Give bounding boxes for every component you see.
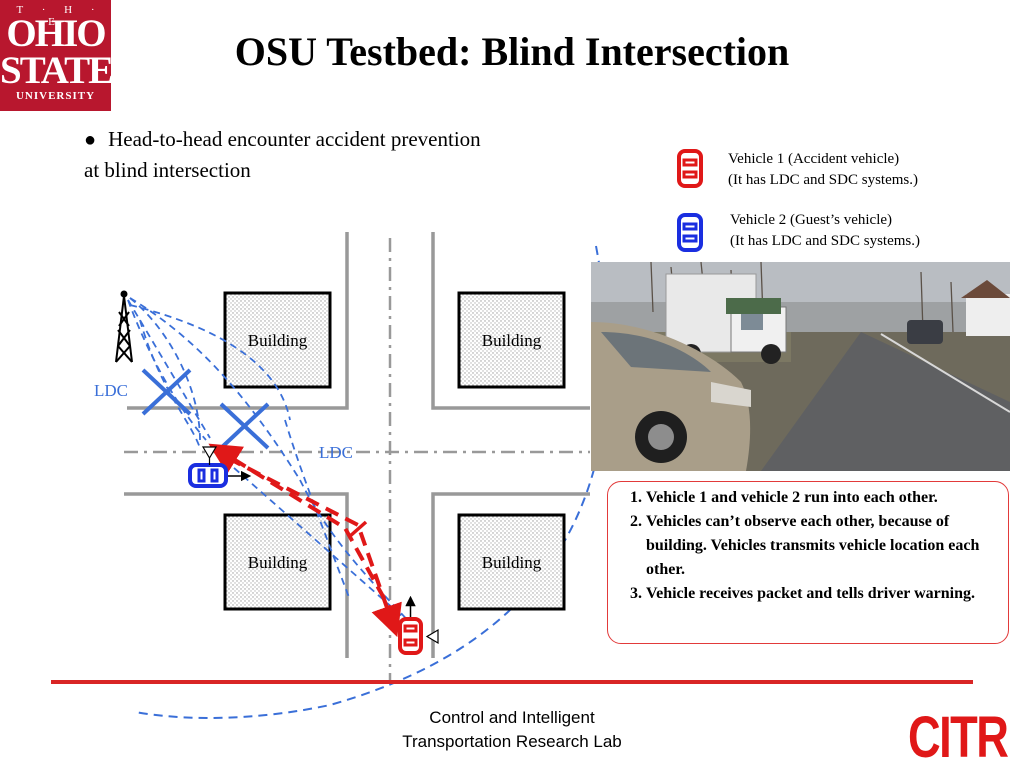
ldc-label-left: LDC	[94, 381, 128, 400]
logo-state: STATE	[0, 49, 114, 92]
intersection-photo	[591, 262, 1010, 471]
building-label: Building	[482, 331, 542, 350]
building-top-left: Building	[223, 291, 332, 389]
legend-vehicle-2: Vehicle 2 (Guest’s vehicle) (It has LDC …	[730, 210, 920, 252]
ldc-cross-markers	[141, 368, 270, 450]
osu-logo: T · H · E OHIO STATE UNIVERSITY	[0, 0, 114, 111]
building-label: Building	[482, 553, 542, 572]
bullet-point: ● Head-to-head encounter accident prevent…	[84, 124, 594, 185]
path-ticks	[347, 520, 368, 539]
legend-vehicle-1-note: (It has LDC and SDC systems.)	[728, 172, 918, 188]
note-item-2: Vehicles can’t observe each other, becau…	[646, 510, 1006, 582]
vehicle-2-car-icon	[188, 446, 252, 488]
collision-path	[208, 443, 402, 638]
radio-tower-icon	[115, 290, 133, 363]
footer-line-1: Control and Intelligent	[429, 708, 595, 727]
footer-lab-name: Control and Intelligent Transportation R…	[330, 706, 694, 754]
building-bottom-right: Building	[457, 513, 566, 611]
logo-university: UNIVERSITY	[15, 90, 96, 102]
bullet-line-2: at blind intersection	[84, 158, 251, 182]
note-item-3: Vehicle receives packet and tells driver…	[646, 582, 1006, 606]
bullet-icon: ●	[84, 129, 97, 151]
notes-box: Vehicle 1 and vehicle 2 run into each ot…	[607, 481, 1009, 644]
ldc-label-center: LDC	[319, 443, 353, 462]
building-label: Building	[248, 331, 308, 350]
footer-line-2: Transportation Research Lab	[402, 732, 622, 751]
legend-vehicle-2-note: (It has LDC and SDC systems.)	[730, 233, 920, 249]
legend-vehicle-1-name: Vehicle 1 (Accident vehicle)	[728, 151, 900, 167]
coverage-arc	[134, 245, 609, 719]
bullet-line-1: Head-to-head encounter accident preventi…	[108, 127, 481, 151]
building-bottom-left: Building	[223, 513, 332, 611]
building-label: Building	[248, 553, 308, 572]
red-car-icon	[677, 149, 703, 188]
building-top-right: Building	[457, 291, 566, 389]
legend-car-icons	[677, 149, 703, 252]
legend-vehicle-2-name: Vehicle 2 (Guest’s vehicle)	[730, 212, 893, 228]
road-edges	[124, 232, 590, 658]
blue-car-icon	[677, 213, 703, 252]
citr-logo: CITR	[908, 705, 1009, 770]
logo-ohio: OHIO	[6, 12, 106, 55]
vehicle-1-car-icon	[398, 595, 439, 655]
slide-title: OSU Testbed: Blind Intersection	[234, 29, 790, 74]
legend-vehicle-1: Vehicle 1 (Accident vehicle) (It has LDC…	[728, 149, 918, 191]
logo-the: T · H · E	[16, 4, 103, 28]
footer-divider	[51, 680, 973, 684]
note-item-1: Vehicle 1 and vehicle 2 run into each ot…	[646, 486, 1006, 510]
